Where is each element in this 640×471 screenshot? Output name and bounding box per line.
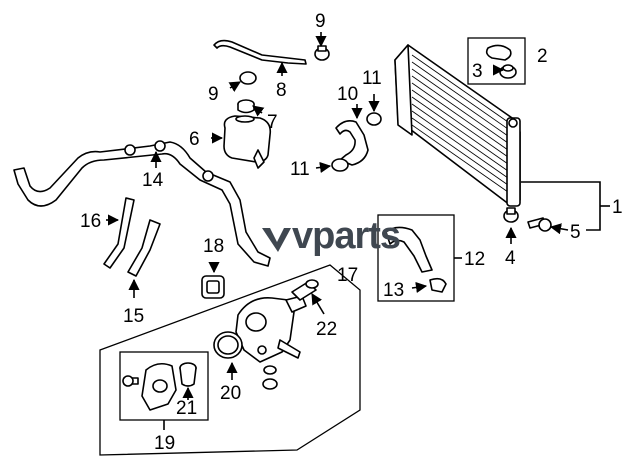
hose-clamp-upper xyxy=(366,112,382,126)
hose-clamp-top xyxy=(314,45,330,61)
callout-9-left: 9 xyxy=(208,84,219,105)
callout-14: 14 xyxy=(142,170,164,191)
bypass-hose-15 xyxy=(127,219,161,277)
gasket-18 xyxy=(201,275,225,299)
radiator xyxy=(394,44,521,207)
callout-6: 6 xyxy=(189,129,200,150)
coolant-reservoir xyxy=(223,115,272,169)
callout-21: 21 xyxy=(176,398,197,419)
callout-18: 18 xyxy=(203,236,224,257)
callout-17: 17 xyxy=(337,265,358,286)
cover-bolt xyxy=(122,375,139,387)
radiator-bracket xyxy=(485,44,512,61)
heater-hose xyxy=(13,140,271,267)
radiator-bolt xyxy=(527,217,552,232)
callout-5: 5 xyxy=(570,222,581,243)
callout-12: 12 xyxy=(464,249,485,270)
hose-clamp-left xyxy=(239,71,257,85)
thermostat-cover xyxy=(141,362,177,411)
callout-1: 1 xyxy=(612,197,623,218)
callout-11-lower: 11 xyxy=(290,159,310,180)
callout-19: 19 xyxy=(154,433,175,454)
housing-plug xyxy=(262,365,278,390)
callout-3: 3 xyxy=(472,61,483,82)
callout-11-upper: 11 xyxy=(362,68,382,89)
vparts-logo: vparts xyxy=(262,215,401,257)
hose-connector-13 xyxy=(429,277,447,293)
callout-13: 13 xyxy=(383,280,404,301)
callout-7: 7 xyxy=(267,112,278,133)
lower-radiator-hose xyxy=(385,226,433,273)
callout-box-17 xyxy=(99,264,361,456)
callout-10: 10 xyxy=(337,84,358,105)
temperature-sensor xyxy=(291,279,319,301)
reservoir-cap xyxy=(237,99,255,114)
drain-plug xyxy=(503,207,519,223)
bypass-hose-16 xyxy=(103,197,135,269)
callout-8: 8 xyxy=(276,80,287,101)
callout-labels: 1 2 3 4 5 6 7 8 9 9 10 11 11 12 13 14 15… xyxy=(80,11,623,454)
callout-22: 22 xyxy=(316,319,337,340)
radiator-insulator xyxy=(499,64,517,79)
callout-box-2-3 xyxy=(467,37,526,85)
leader-lines xyxy=(106,32,610,430)
callout-2: 2 xyxy=(537,46,548,67)
callout-4: 4 xyxy=(505,248,516,269)
thermostat-housing xyxy=(235,295,307,363)
callout-20: 20 xyxy=(220,383,241,404)
callout-16: 16 xyxy=(80,211,101,232)
o-ring-20 xyxy=(213,331,243,359)
callout-15: 15 xyxy=(123,306,144,327)
callout-9-top: 9 xyxy=(315,11,326,32)
overflow-hose xyxy=(213,39,307,65)
hose-clamp-lower xyxy=(331,158,349,172)
watermark-text: vparts xyxy=(292,215,400,257)
thermostat xyxy=(179,362,197,387)
